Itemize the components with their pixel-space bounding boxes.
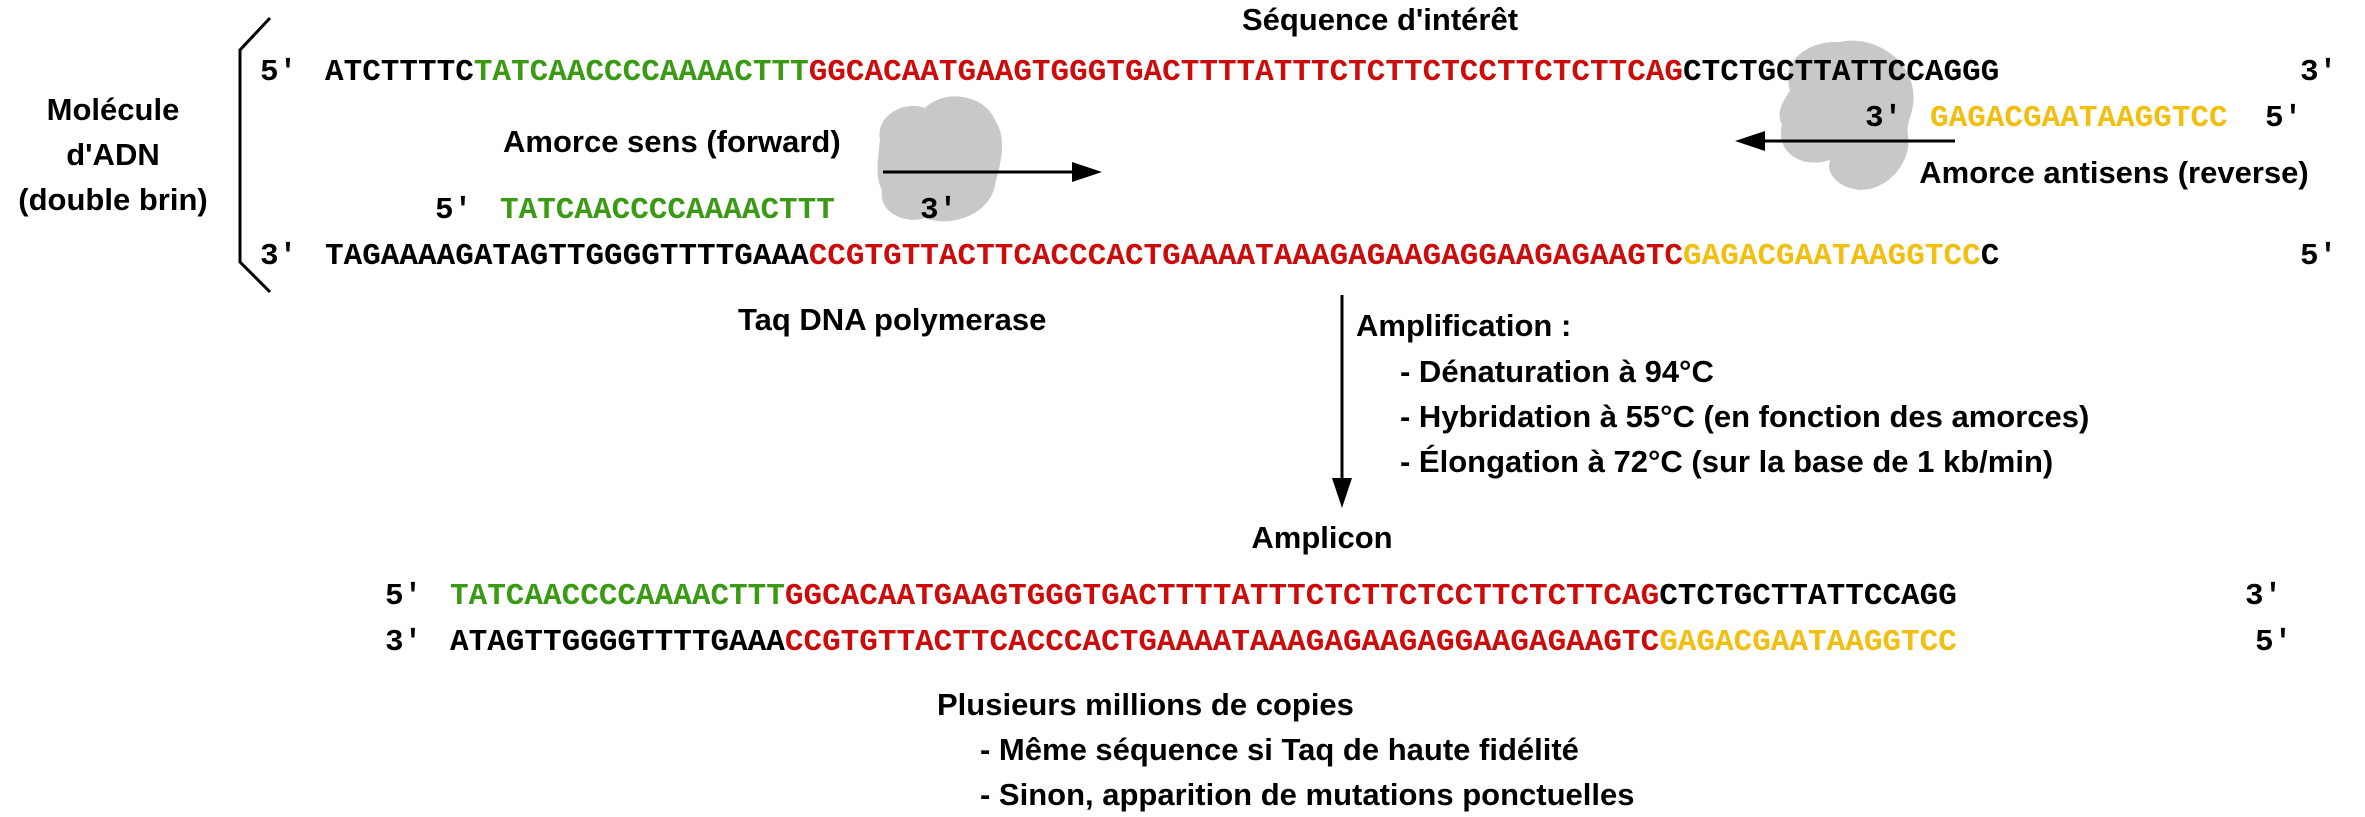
amplicon-label: Amplicon — [1251, 520, 1392, 555]
dna-bottom-primer-site: GAGACGAATAAGGTCC — [1683, 239, 1981, 274]
amplification-arrow-head — [1332, 478, 1352, 508]
dna-top-pre: ATCTTTTC — [325, 55, 474, 90]
amplification-step: - Dénaturation à 94°C — [1400, 354, 1714, 389]
dna-bottom-strand: 3' TAGAAAAGATAGTTGGGGTTTTGAAACCGTGTTACTT… — [260, 239, 2337, 274]
amplicon-bottom-strand: 3' ATAGTTGGGGTTTTGAAACCGTGTTACTTCACCCACT… — [385, 625, 2292, 660]
dna-top-3-end: 3' — [2300, 55, 2337, 90]
dna-top-target: GGCACAATGAAGTGGGTGACTTTTATTTCTCTTCTCCTTC… — [809, 55, 1683, 90]
reverse-primer-5-end: 5' — [2265, 101, 2302, 136]
forward-primer-row: 5' TATCAACCCCAAAACTTT 3' — [435, 193, 957, 228]
dna-bottom-target: CCGTGTTACTTCACCCACTGAAAATAAAGAGAAGAGGAAG… — [809, 239, 1683, 274]
molecule-label-line3: (double brin) — [18, 182, 207, 217]
amplicon-top-post: CTCTGCTTATTCCAGG — [1659, 579, 1957, 614]
amplicon-bottom-3-end: 3' — [385, 625, 422, 660]
amplification-title: Amplification : — [1356, 308, 1571, 343]
amplicon-bottom-target: CCGTGTTACTTCACCCACTGAAAATAAAGAGAAGAGGAAG… — [785, 625, 1659, 660]
molecule-label-line2: d'ADN — [66, 137, 159, 172]
dna-top-post: CTCTGCTTATTCCAGGG — [1683, 55, 1999, 90]
dna-bottom-post: C — [1981, 239, 2000, 274]
dna-top-5-end: 5' — [260, 55, 297, 90]
dna-top-strand: 5' ATCTTTTCTATCAACCCCAAAACTTTGGCACAATGAA… — [260, 55, 2337, 90]
reverse-primer-label: Amorce antisens (reverse) — [1919, 155, 2308, 190]
forward-arrow-head — [1072, 162, 1102, 182]
amplicon-top-5-end: 5' — [385, 579, 422, 614]
amplification-step: - Élongation à 72°C (sur la base de 1 kb… — [1400, 444, 2053, 479]
sequence-of-interest-label: Séquence d'intérêt — [1242, 2, 1518, 37]
dna-brace — [238, 16, 272, 294]
amplicon-bottom-primer: GAGACGAATAAGGTCC — [1659, 625, 1957, 660]
forward-primer-seq: TATCAACCCCAAAACTTT — [500, 193, 835, 228]
amplicon-top-strand: 5' TATCAACCCCAAAACTTTGGCACAATGAAGTGGGTGA… — [385, 579, 2282, 614]
polymerase-blob-forward — [877, 96, 1003, 222]
amplicon-bottom-5-end: 5' — [2255, 625, 2292, 660]
amplicon-bottom-pre: ATAGTTGGGGTTTTGAAA — [450, 625, 785, 660]
dna-bottom-3-end: 3' — [260, 239, 297, 274]
amplicon-top-target: GGCACAATGAAGTGGGTGACTTTTATTTCTCTTCTCCTTC… — [785, 579, 1659, 614]
forward-primer-5-end: 5' — [435, 193, 472, 228]
molecule-label-line1: Molécule — [47, 92, 180, 127]
dna-top-primer-site: TATCAACCCCAAAACTTT — [474, 55, 809, 90]
amplicon-top-primer: TATCAACCCCAAAACTTT — [450, 579, 785, 614]
copies-title: Plusieurs millions de copies — [937, 687, 1354, 722]
polymerase-label: Taq DNA polymerase — [738, 302, 1046, 337]
amplification-step: - Hybridation à 55°C (en fonction des am… — [1400, 399, 2089, 434]
dna-bottom-pre: TAGAAAAGATAGTTGGGGTTTTGAAA — [325, 239, 809, 274]
reverse-arrow-head — [1735, 131, 1765, 151]
polymerase-blob-reverse — [1779, 40, 1914, 190]
reverse-primer-3-end: 3' — [1865, 101, 1902, 136]
forward-primer-3-end: 3' — [920, 193, 957, 228]
forward-primer-label: Amorce sens (forward) — [503, 124, 841, 159]
reverse-primer-seq: GAGACGAATAAGGTCC — [1930, 101, 2228, 136]
copies-note: - Même séquence si Taq de haute fidélité — [980, 732, 1579, 767]
amplicon-top-3-end: 3' — [2245, 579, 2282, 614]
copies-note: - Sinon, apparition de mutations ponctue… — [980, 777, 1634, 812]
reverse-primer-row: 3' GAGACGAATAAGGTCC 5' — [1865, 101, 2302, 136]
dna-bottom-5-end: 5' — [2300, 239, 2337, 274]
